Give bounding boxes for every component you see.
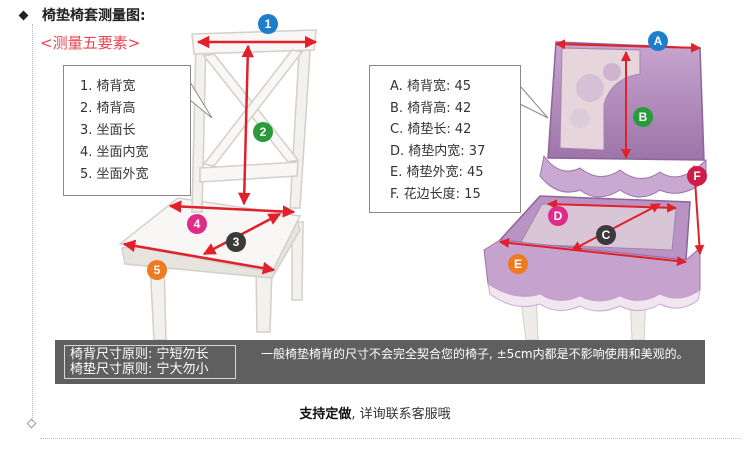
marker-f: F xyxy=(687,166,707,186)
legend-item: F. 花边长度: 15 xyxy=(390,186,481,202)
marker-c: C xyxy=(596,225,616,245)
legend-item: E. 椅垫外宽: 45 xyxy=(390,165,484,180)
legend-item: A. 椅背宽: 45 xyxy=(390,79,471,94)
legend-item: C. 椅垫长: 42 xyxy=(390,122,472,137)
chair-legend: 1. 椅背宽 2. 椅背高 3. 坐面长 4. 坐面内宽 5. 坐面外宽 xyxy=(63,65,191,196)
legend-item: 1. 椅背宽 xyxy=(80,79,136,94)
cushion-measure-lines xyxy=(499,39,705,267)
legend-item: 5. 坐面外宽 xyxy=(80,167,149,182)
marker-a: A xyxy=(648,31,668,51)
custom-order-text: , 详询联系客服哦 xyxy=(351,407,451,422)
seat-size-rule: 椅垫尺寸原则: 宁大勿小 xyxy=(70,362,209,377)
size-tolerance-note: 一般椅垫椅背的尺寸不会完全契合您的椅子, ±5cm内都是不影响使用和美观的。 xyxy=(261,347,689,361)
back-size-rule: 椅背尺寸原则: 宁短勿长 xyxy=(70,347,209,362)
size-note-bar: 椅背尺寸原则: 宁短勿长 椅垫尺寸原则: 宁大勿小 一般椅垫椅背的尺寸不会完全契… xyxy=(55,340,705,384)
marker-4: 4 xyxy=(187,214,207,234)
legend-item: 4. 坐面内宽 xyxy=(80,145,149,160)
marker-5: 5 xyxy=(147,260,167,280)
size-rules-box: 椅背尺寸原则: 宁短勿长 椅垫尺寸原则: 宁大勿小 xyxy=(64,345,236,379)
marker-2: 2 xyxy=(253,122,273,142)
page-title: 椅垫椅套测量图: xyxy=(42,8,146,24)
marker-1: 1 xyxy=(258,14,278,34)
page-subtitle: <测量五要素> xyxy=(40,34,141,52)
legend-item: B. 椅背高: 42 xyxy=(390,100,472,116)
legend-item: D. 椅垫内宽: 37 xyxy=(390,143,486,159)
legend-item: 3. 坐面长 xyxy=(80,123,136,138)
marker-e: E xyxy=(508,254,528,274)
marker-d: D xyxy=(548,206,568,226)
legend-pointers xyxy=(189,81,549,119)
custom-order-bold: 支持定做 xyxy=(299,407,352,422)
marker-3: 3 xyxy=(226,232,246,252)
cushion-legend: A. 椅背宽: 45 B. 椅背高: 42 C. 椅垫长: 42 D. 椅垫内宽… xyxy=(369,65,521,213)
legend-item: 2. 椅背高 xyxy=(80,101,136,116)
left-frame-line xyxy=(32,24,33,424)
marker-b: B xyxy=(633,107,653,127)
bottom-frame-line xyxy=(40,438,740,439)
custom-order-footer: 支持定做, 详询联系客服哦 xyxy=(0,403,750,422)
